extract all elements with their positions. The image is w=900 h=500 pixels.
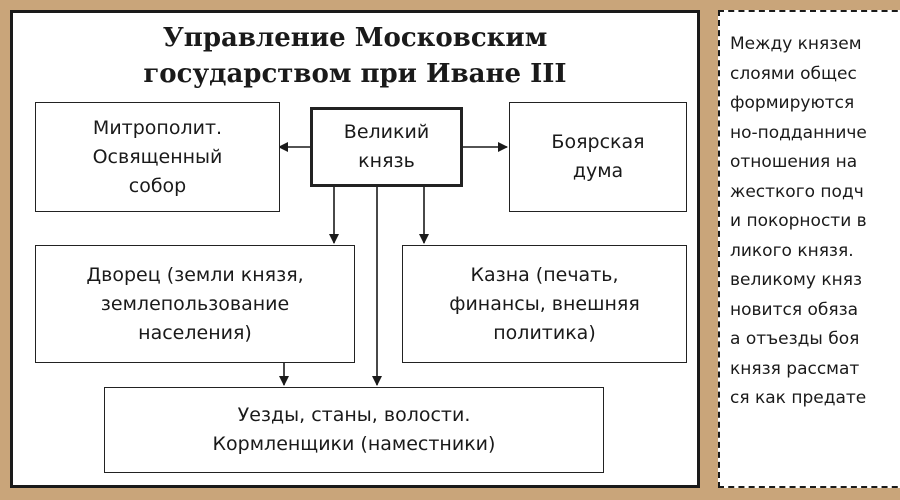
side-text-body: Между князем слоями общес формируются но…: [730, 30, 867, 414]
palace-line-1: Дворец (земли князя,: [86, 263, 304, 286]
treasury-line-3: политика): [493, 321, 596, 344]
diagram-panel: Управление Московским государством при И…: [10, 10, 700, 488]
side-text-line: отношения на: [730, 152, 858, 172]
palace-box: Дворец (земли князя, землепользование на…: [35, 245, 355, 363]
side-text-line: Между князем: [730, 34, 862, 54]
side-text-line: князя рассмат: [730, 358, 860, 379]
diagram-title-line-1: Управление Московским: [162, 23, 548, 53]
boyar-duma-box: Боярская дума: [509, 102, 687, 212]
palace-line-3: населения): [138, 321, 252, 344]
metropolitan-box: Митрополит. Освященный собор: [35, 102, 280, 212]
side-text-line: и покорности в: [730, 211, 867, 231]
treasury-box: Казна (печать, финансы, внешняя политика…: [402, 245, 687, 363]
grand-prince-box: Великий князь: [310, 107, 463, 187]
side-text-line: ся как предате: [730, 388, 867, 408]
grand-prince-line-2: князь: [358, 150, 415, 172]
side-text-line: а отъезды боя: [730, 329, 860, 349]
side-text-line: ликого князя.: [730, 240, 854, 261]
side-text-line: формируются: [730, 93, 855, 113]
grand-prince-line-1: Великий: [343, 121, 430, 143]
side-text-line: новится обяза: [730, 299, 859, 320]
districts-line-1: Уезды, станы, волости.: [237, 404, 471, 426]
boyar-duma-line-1: Боярская: [551, 131, 645, 153]
palace-line-2: землепользование: [100, 292, 290, 315]
treasury-line-1: Казна (печать,: [470, 263, 619, 286]
side-text-line: жесткого подч: [730, 181, 864, 202]
diagram-title-line-2: государством при Иване III: [143, 59, 567, 89]
boyar-duma-line-2: дума: [572, 160, 624, 182]
side-text-panel: Между князем слоями общес формируются но…: [718, 10, 900, 488]
side-text-line: слоями общес: [730, 63, 857, 84]
metropolitan-line-2: Освященный: [92, 145, 223, 168]
metropolitan-line-3: собор: [128, 174, 187, 197]
metropolitan-line-1: Митрополит.: [92, 116, 223, 139]
districts-box: Уезды, станы, волости. Кормленщики (наме…: [104, 387, 604, 473]
side-text-line: но-подданниче: [730, 122, 867, 143]
districts-line-2: Кормленщики (наместники): [212, 433, 496, 455]
connector-arrows: [278, 142, 508, 386]
side-text-line: великому княз: [730, 270, 862, 290]
treasury-line-2: финансы, внешняя: [449, 292, 640, 315]
